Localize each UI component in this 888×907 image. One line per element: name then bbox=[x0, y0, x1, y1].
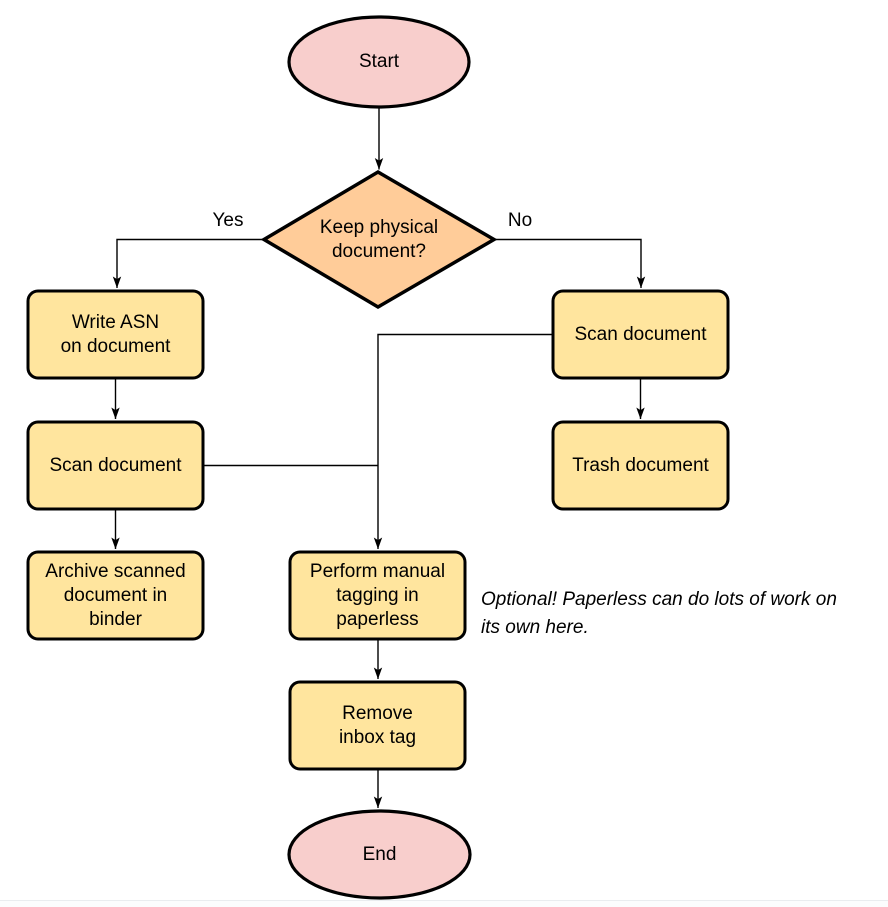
scan-left-node-label: Scan document bbox=[49, 454, 182, 476]
tagging-box-shape bbox=[288, 550, 467, 641]
no-branch-label: No bbox=[507, 210, 533, 231]
remove-inbox-node-label: Remove inbox tag bbox=[338, 702, 417, 748]
scan-left-box-shape bbox=[26, 420, 205, 511]
edge-scan-right-to-tagging bbox=[373, 333, 552, 550]
scan-right-node-label: Scan document bbox=[574, 323, 707, 345]
archive-box-shape bbox=[26, 550, 205, 641]
trash-node-label: Trash document bbox=[572, 454, 709, 476]
page-bottom-divider bbox=[0, 900, 888, 907]
start-node-label: Start bbox=[358, 51, 400, 72]
edge-decision-no-to-scan-right bbox=[494, 238, 646, 289]
decision-node-label: Keep physical document? bbox=[319, 216, 439, 262]
annotation-note: Optional! Paperless can do lots of work … bbox=[481, 589, 837, 638]
trash-box-shape bbox=[551, 420, 730, 511]
end-terminator-shape bbox=[287, 809, 472, 900]
remove-inbox-box-shape bbox=[288, 680, 467, 771]
end-node-label: End bbox=[362, 843, 397, 865]
tagging-node-label: Perform manual tagging in paperless bbox=[309, 560, 446, 630]
archive-node-label: Archive scanned document in binder bbox=[45, 560, 186, 630]
start-terminator-shape bbox=[287, 15, 471, 109]
nodes bbox=[26, 15, 730, 900]
edge-decision-yes-to-write-asn bbox=[112, 238, 265, 289]
yes-branch-label: Yes bbox=[212, 210, 244, 231]
scan-right-box-shape bbox=[551, 289, 730, 380]
write-asn-box-shape bbox=[26, 289, 205, 380]
connectors bbox=[111, 108, 646, 809]
decision-diamond-shape bbox=[260, 169, 498, 310]
write-asn-node-label: Write ASN on document bbox=[60, 311, 171, 357]
